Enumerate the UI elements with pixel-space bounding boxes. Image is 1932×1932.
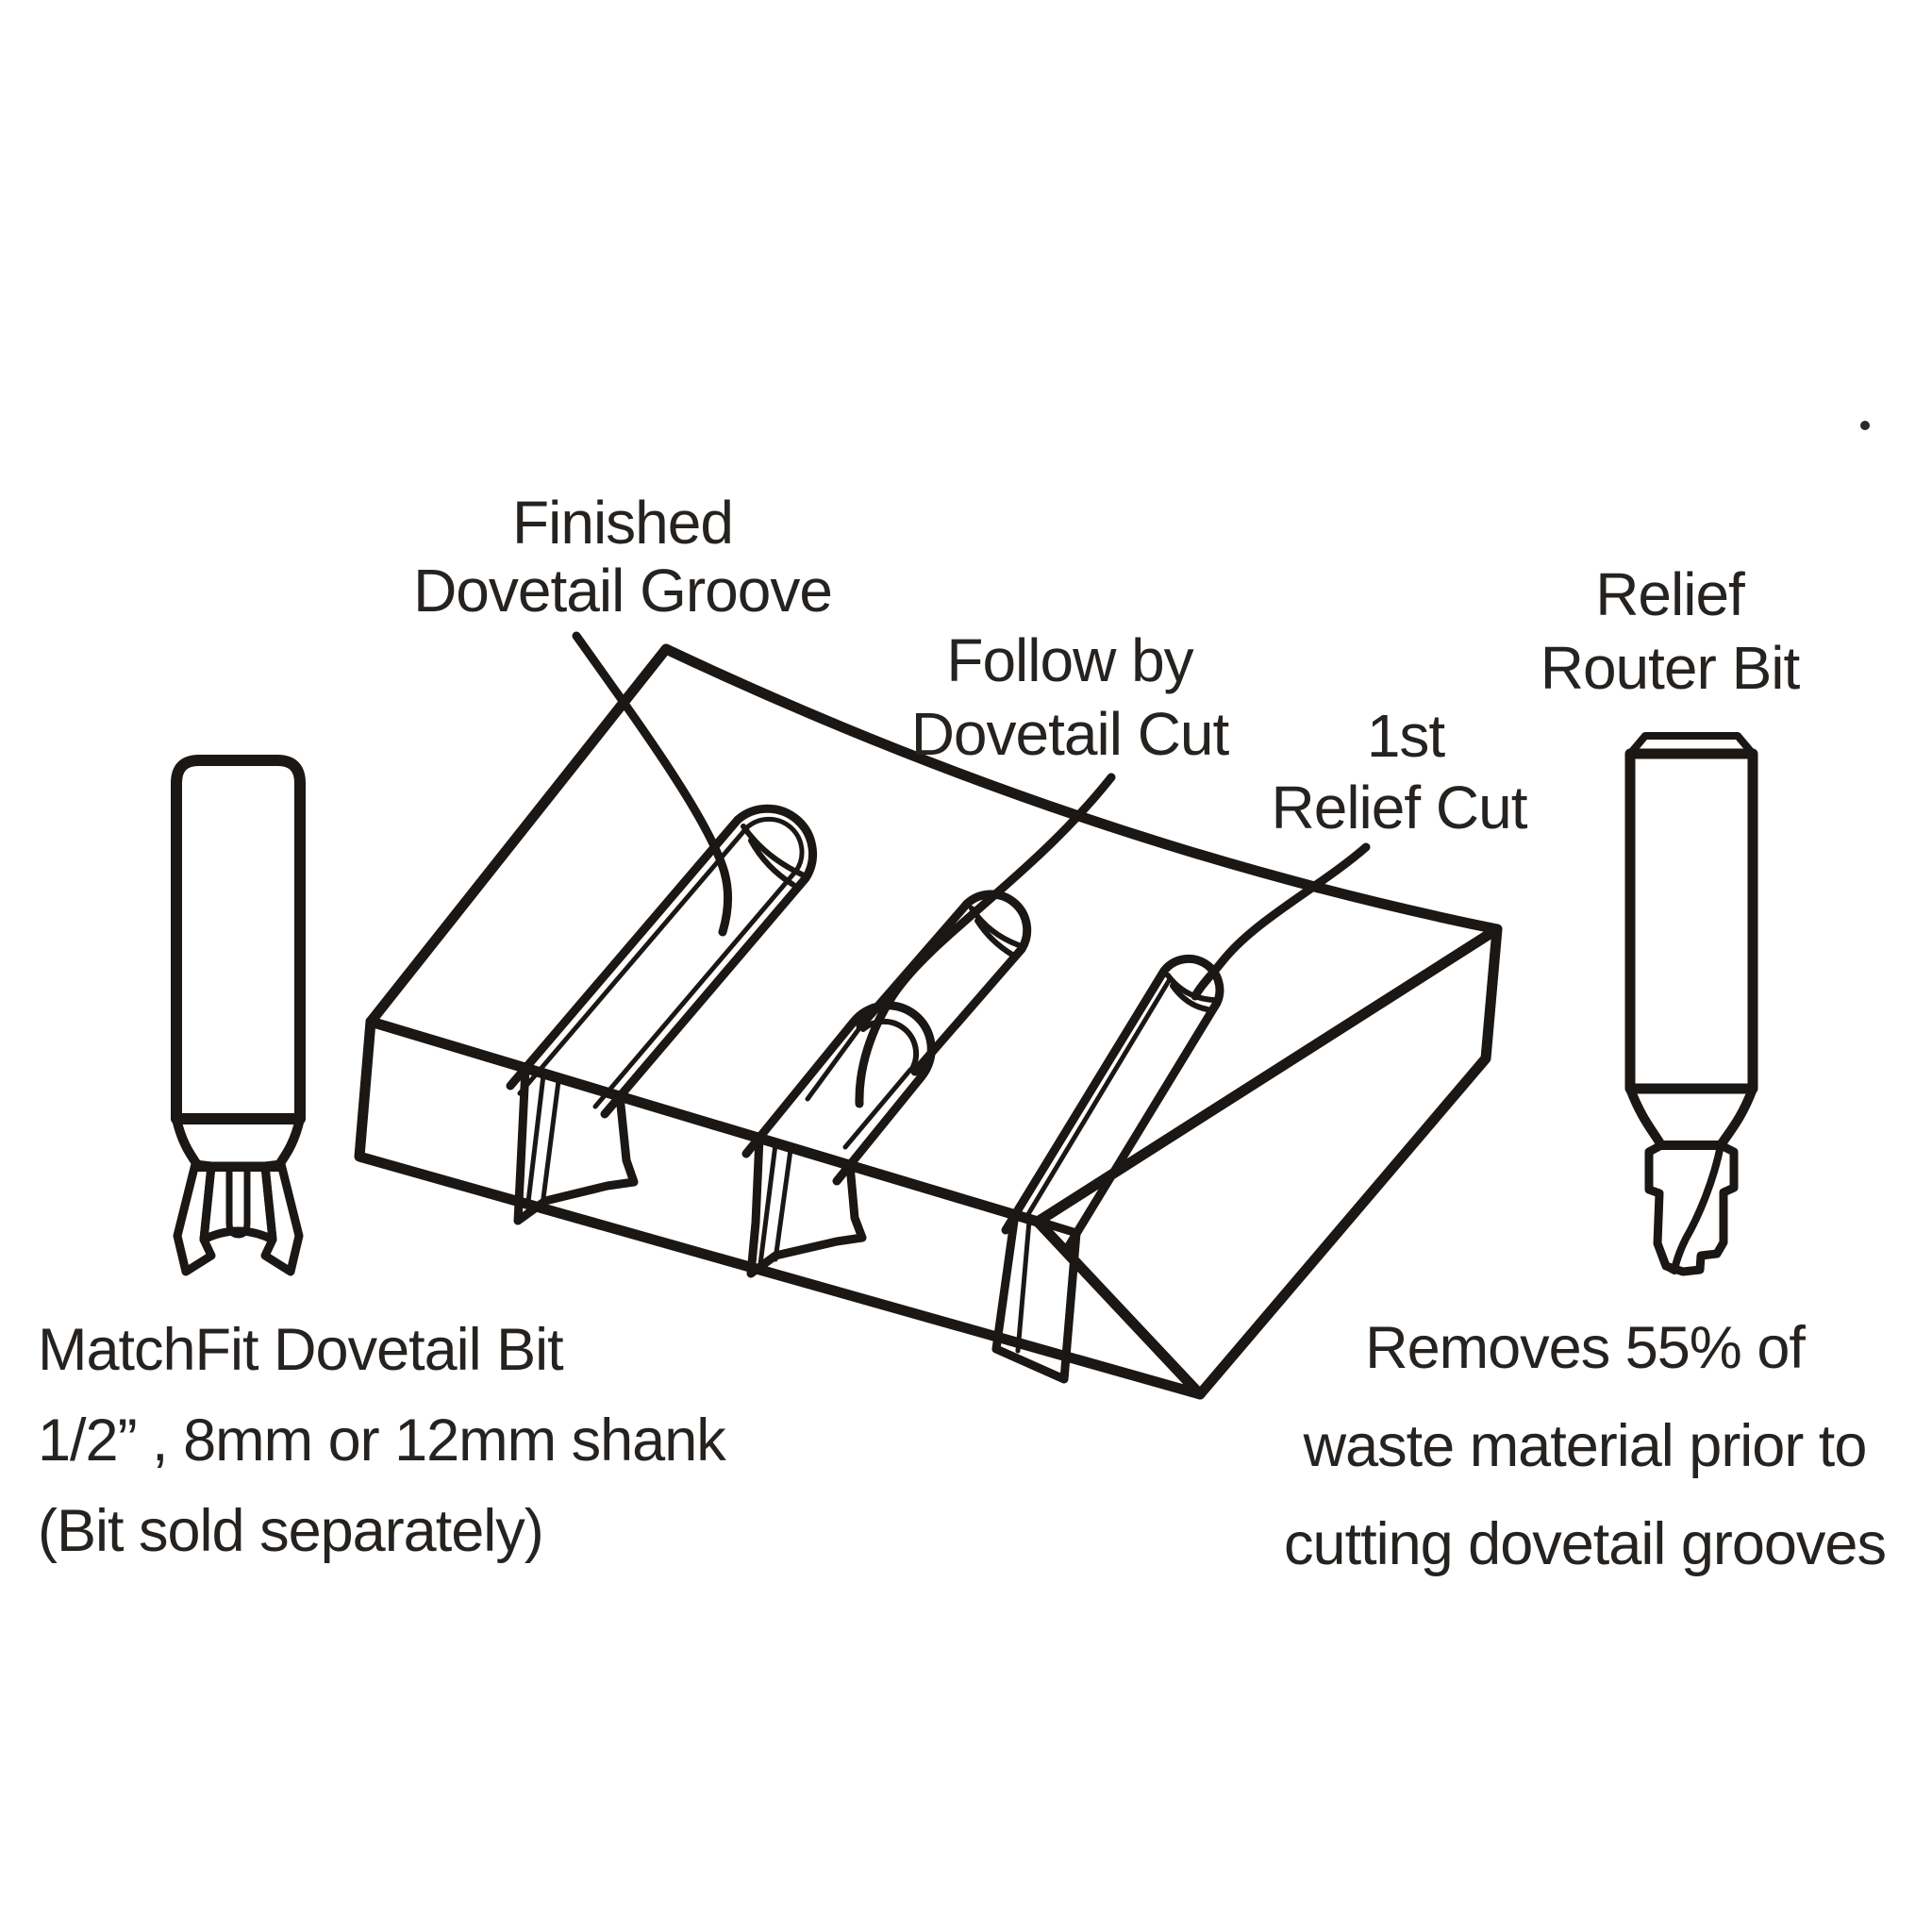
groove2-relief-end-arc <box>974 918 1015 958</box>
wood-block <box>354 643 1503 1400</box>
groove1-inner-wall <box>517 816 805 1109</box>
dovetail-bit-flute-line <box>225 1167 251 1239</box>
groove-follow-by-dovetail <box>741 890 1032 1278</box>
callout-finished-groove-line1: Finished <box>512 489 733 557</box>
caption-matchfit-line1: MatchFit Dovetail Bit <box>38 1317 564 1383</box>
callout-relief-bit: Relief Router Bit <box>1541 560 1802 702</box>
relief-bit-cutter-body <box>1645 1141 1724 1274</box>
first-relief-cut-groove <box>991 954 1224 1384</box>
caption-relief-line2: waste material prior to <box>1303 1413 1867 1479</box>
finished-dovetail-groove <box>506 804 818 1225</box>
leader-finished-groove <box>572 631 733 937</box>
groove3-exit-notch <box>991 1209 1081 1384</box>
leader-follow-by <box>855 773 1116 1108</box>
groove3-end-arc <box>1165 973 1216 1003</box>
dovetail-bit-carbide-right <box>260 1159 304 1276</box>
relief-bit-shank <box>1624 748 1758 1094</box>
groove3-channel <box>1001 954 1224 1254</box>
groove2-relief-wall-trace <box>805 1025 862 1102</box>
stray-dot <box>1860 421 1870 430</box>
dovetail-bit-neck <box>172 1114 305 1172</box>
relief-router-bit <box>1624 732 1758 1276</box>
callout-first-relief: 1st Relief Cut <box>1272 702 1529 841</box>
groove3-exit-wall-line <box>1015 1218 1032 1354</box>
callout-follow-by-line1: Follow by <box>946 626 1193 694</box>
caption-matchfit-bit: MatchFit Dovetail Bit 1/2” , 8mm or 12mm… <box>38 1317 727 1564</box>
groove2-exit-wall-line <box>758 1141 778 1267</box>
callout-follow-by-line2: Dovetail Cut <box>911 700 1230 768</box>
groove3-end-arc <box>1170 983 1210 1012</box>
caption-relief-line1: Removes 55% of <box>1365 1315 1806 1381</box>
callout-finished-groove-line2: Dovetail Groove <box>413 557 832 625</box>
groove3-inner-wall <box>1023 976 1173 1222</box>
caption-matchfit-line2: 1/2” , 8mm or 12mm shank <box>38 1407 726 1474</box>
callout-follow-by: Follow by Dovetail Cut <box>911 626 1231 768</box>
dovetail-bit-shank <box>171 755 306 1124</box>
groove2-dovetail-channel <box>741 1001 936 1186</box>
groove1-exit-wall-line <box>541 1078 561 1201</box>
callout-relief-bit-line2: Router Bit <box>1541 634 1801 702</box>
groove1-end-arc <box>748 838 796 888</box>
groove1-exit-wall-line <box>525 1073 546 1205</box>
groove2-relief-wall-trace <box>842 1067 913 1150</box>
callout-relief-bit-line1: Relief <box>1595 560 1745 628</box>
groove2-exit-dovetail-profile <box>746 1133 867 1278</box>
callout-finished-groove: Finished Dovetail Groove <box>413 489 833 625</box>
wood-block-top-face <box>365 643 1503 1227</box>
groove1-end-arc <box>741 824 805 877</box>
dovetail-bit-carbide-left <box>173 1159 216 1276</box>
callout-first-relief-line1: 1st <box>1367 702 1446 770</box>
callout-first-relief-line2: Relief Cut <box>1272 774 1528 841</box>
caption-relief-bit: Removes 55% of waste material prior to c… <box>1284 1315 1887 1577</box>
groove1-channel <box>506 804 818 1119</box>
caption-relief-line3: cutting dovetail grooves <box>1284 1511 1886 1577</box>
matchfit-dovetail-bit <box>171 755 306 1276</box>
leader-first-relief <box>1191 842 1371 1001</box>
groove1-exit-dovetail-profile <box>513 1063 639 1225</box>
groove2-relief-channel <box>856 890 1032 1076</box>
caption-matchfit-line3: (Bit sold separately) <box>38 1498 543 1564</box>
relief-bit-neck <box>1625 1084 1757 1150</box>
groove2-exit-wall-line <box>773 1147 793 1262</box>
